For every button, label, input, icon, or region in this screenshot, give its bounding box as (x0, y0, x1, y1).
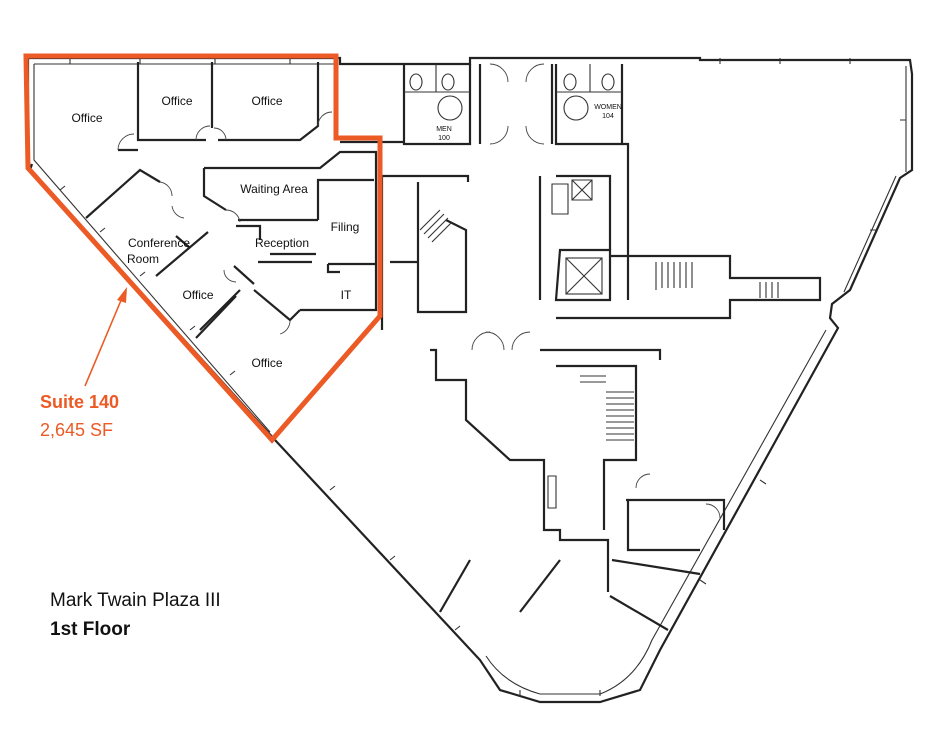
women-room-number: 104 (602, 113, 614, 120)
restroom-labels: MEN 100 WOMEN 104 (436, 104, 622, 142)
suite-140-outline (23, 53, 383, 444)
floor-name: 1st Floor (50, 619, 131, 640)
room-label-conference: Conference (128, 236, 190, 250)
men-label: MEN (436, 126, 452, 133)
suite-callout-arrow (84, 287, 127, 387)
room-label-conference-room: Room (127, 252, 159, 266)
room-label-office-s: Office (251, 356, 282, 370)
suite-name: Suite 140 (40, 392, 120, 412)
core-walls (340, 63, 822, 631)
room-label-it: IT (341, 288, 352, 302)
room-label-waiting-area: Waiting Area (240, 182, 308, 196)
room-label-reception: Reception (255, 236, 309, 250)
building-name: Mark Twain Plaza III (50, 590, 221, 611)
room-label-filing: Filing (331, 220, 360, 234)
suite-area: 2,645 SF (40, 420, 114, 440)
room-label-office-n1: Office (161, 94, 192, 108)
room-labels: Office Office Office Waiting Area Filing… (71, 94, 359, 370)
suite-140-walls (28, 62, 378, 339)
room-label-office-nw: Office (71, 111, 102, 125)
room-label-office-mid: Office (182, 288, 213, 302)
suite-140-doors (117, 111, 333, 335)
men-room-number: 100 (438, 135, 450, 142)
building-walls (26, 56, 914, 704)
room-label-office-n2: Office (251, 94, 282, 108)
women-label: WOMEN (594, 104, 622, 111)
